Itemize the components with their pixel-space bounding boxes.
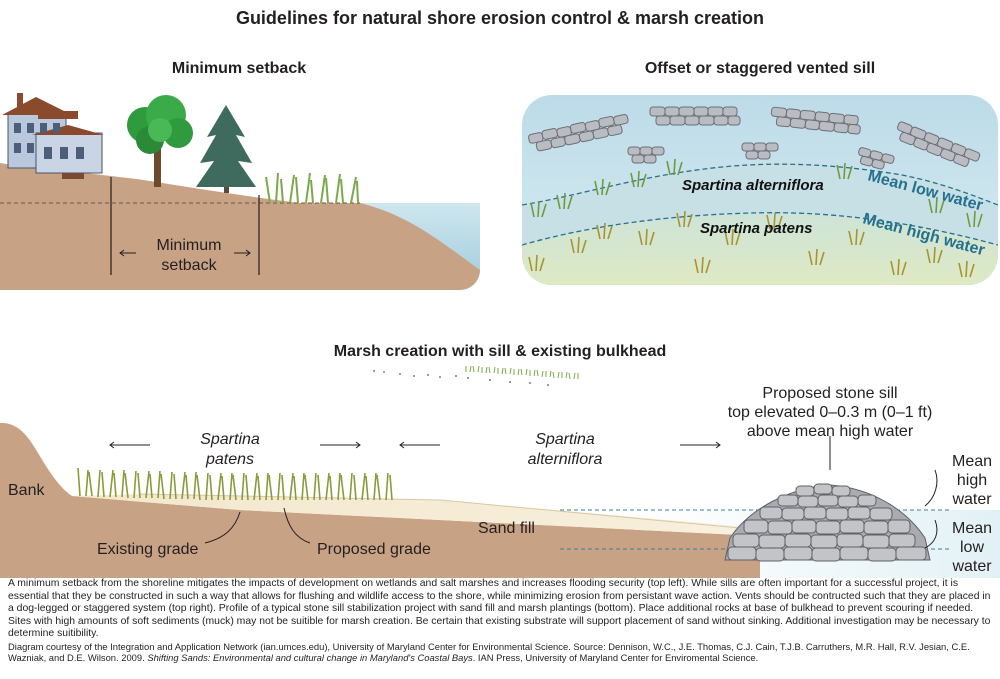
evergreen-tree bbox=[196, 105, 256, 193]
caption-credit: Diagram courtesy of the Integration and … bbox=[8, 641, 994, 664]
high-marsh-zone bbox=[522, 212, 998, 285]
proposed-sill-line1: Proposed stone sill bbox=[762, 385, 898, 402]
credit-book-title: Shifting Sands: Environmental and cultur… bbox=[147, 652, 473, 664]
proposed-sill-line3: above mean high water bbox=[746, 423, 914, 440]
deciduous-tree bbox=[127, 95, 193, 187]
figure-caption: A minimum setback from the shoreline mit… bbox=[8, 578, 994, 664]
setback-panel bbox=[0, 85, 480, 290]
patens-tufts bbox=[528, 210, 975, 278]
shore-slope bbox=[0, 163, 480, 290]
spartina-patens-zone-label: Spartina patens bbox=[180, 430, 280, 470]
existing-grade-label: Existing grade bbox=[97, 541, 199, 558]
sand-fill-label: Sand fill bbox=[478, 520, 535, 537]
setback-label-line1: Minimum bbox=[156, 237, 222, 254]
mlw-line1: Mean bbox=[951, 520, 993, 537]
spartina-tufts bbox=[530, 158, 983, 228]
planted-marsh-grass bbox=[77, 467, 393, 501]
sill-panel: Spartina alterniflora Spartina patens Me… bbox=[522, 95, 998, 285]
mean-low-water-callout: Mean low water bbox=[944, 519, 1000, 576]
bank-and-existing-grade bbox=[0, 422, 760, 578]
mean-high-water-callout: Mean high water bbox=[944, 452, 1000, 509]
proposed-grade-label: Proposed grade bbox=[317, 541, 431, 558]
sill-panel-title: Offset or staggered vented sill bbox=[644, 60, 876, 77]
mhw-line3: water bbox=[952, 491, 992, 508]
scale-mini-icon bbox=[373, 365, 579, 386]
stone-sill-segments bbox=[528, 106, 981, 170]
spartina-alterniflora-label: Spartina alterniflora bbox=[682, 177, 824, 194]
alterniflora-line2: alterniflora bbox=[527, 451, 603, 468]
proposed-sill-label: Proposed stone sill top elevated 0–0.3 m… bbox=[710, 384, 950, 441]
bank-label: Bank bbox=[8, 482, 45, 499]
credit-text-end: . IAN Press, University of Maryland Cent… bbox=[472, 652, 759, 664]
mlw-line3: water bbox=[952, 558, 992, 575]
caption-body: A minimum setback from the shoreline mit… bbox=[8, 578, 991, 640]
setback-panel-title: Minimum setback bbox=[171, 60, 307, 77]
marsh-panel-title: Marsh creation with sill & existing bulk… bbox=[333, 343, 667, 360]
spartina-alterniflora-zone-label: Spartina alterniflora bbox=[505, 430, 625, 470]
mlw-line2: low bbox=[959, 539, 984, 556]
patens-line2: patens bbox=[205, 451, 255, 468]
mhw-line2: high bbox=[956, 472, 988, 489]
mhw-line1: Mean bbox=[951, 453, 993, 470]
sand-fill-wedge bbox=[72, 494, 760, 536]
diagram-title: Guidelines for natural shore erosion con… bbox=[235, 8, 765, 28]
stone-sill bbox=[724, 483, 931, 562]
marsh-cross-section bbox=[0, 422, 1000, 578]
house-illustration bbox=[2, 93, 104, 179]
marsh-grass bbox=[265, 172, 359, 204]
spartina-patens-label: Spartina patens bbox=[700, 220, 813, 237]
setback-label-line2: setback bbox=[161, 257, 217, 274]
alterniflora-line1: Spartina bbox=[535, 431, 595, 448]
setback-label: Minimum setback bbox=[120, 236, 258, 276]
proposed-sill-line2: top elevated 0–0.3 m (0–1 ft) bbox=[727, 404, 933, 421]
credit-text: Diagram courtesy of the Integration and … bbox=[8, 640, 970, 664]
patens-line1: Spartina bbox=[200, 431, 260, 448]
